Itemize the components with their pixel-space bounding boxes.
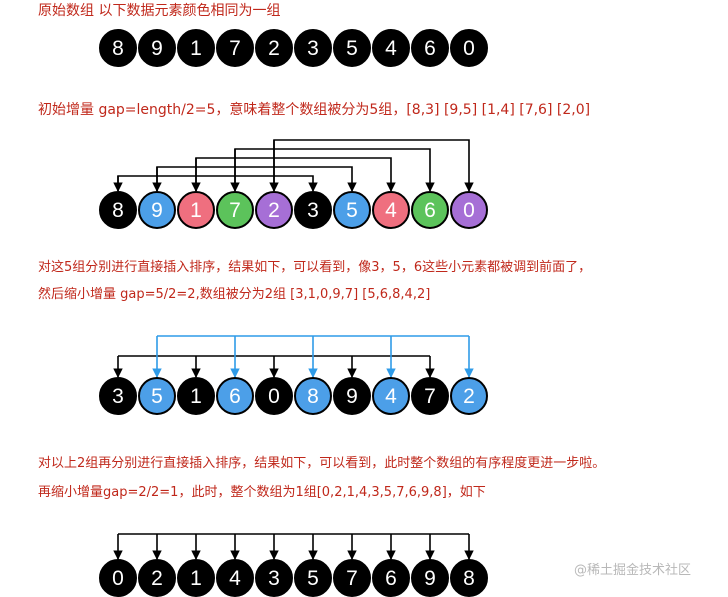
ball-gap1-9: 8 (450, 559, 488, 597)
ball-gap1-4: 3 (255, 559, 293, 597)
ball-original-4: 2 (255, 29, 293, 67)
ball-gap2-8: 7 (411, 377, 449, 415)
watermark: @稀土掘金技术社区 (574, 563, 692, 578)
ball-gap2-5: 8 (294, 377, 332, 415)
ball-gap5-0: 8 (99, 191, 137, 229)
ball-gap2-9: 2 (450, 377, 488, 415)
ball-gap2-1: 5 (138, 377, 176, 415)
ball-gap5-3: 7 (216, 191, 254, 229)
ball-gap5-8: 6 (411, 191, 449, 229)
ball-gap2-3: 6 (216, 377, 254, 415)
ball-gap1-0: 0 (99, 559, 137, 597)
ball-gap2-6: 9 (333, 377, 371, 415)
caption-gap5: 初始增量 gap=length/2=5，意味着整个数组被分为5组，[8,3] [… (38, 102, 591, 118)
gap5-bracket-3 (234, 148, 435, 192)
gap5-bracket-0 (117, 175, 318, 192)
ball-original-8: 6 (411, 29, 449, 67)
ball-gap1-2: 1 (177, 559, 215, 597)
ball-gap5-7: 4 (372, 191, 410, 229)
ball-gap2-2: 1 (177, 377, 215, 415)
caption-gap2: 然后缩小增量 gap=5/2=2,数组被分为2组 [3,1,0,9,7] [5,… (38, 287, 431, 302)
ball-gap1-7: 6 (372, 559, 410, 597)
ball-gap1-8: 9 (411, 559, 449, 597)
ball-gap1-1: 2 (138, 559, 176, 597)
gap5-bracket-2 (195, 157, 396, 192)
ball-gap2-7: 4 (372, 377, 410, 415)
ball-gap1-3: 4 (216, 559, 254, 597)
ball-gap5-6: 5 (333, 191, 371, 229)
caption-gap5-result: 对这5组分别进行直接插入排序，结果如下，可以看到，像3，5，6这些小元素都被调到… (38, 260, 592, 275)
ball-original-2: 1 (177, 29, 215, 67)
ball-original-6: 5 (333, 29, 371, 67)
ball-original-3: 7 (216, 29, 254, 67)
caption-original: 原始数组 以下数据元素颜色相同为一组 (38, 3, 281, 19)
ball-original-0: 8 (99, 29, 137, 67)
ball-gap1-5: 5 (294, 559, 332, 597)
caption-gap1: 再缩小增量gap=2/2=1，此时，整个数组为1组[0,2,1,4,3,5,7,… (38, 485, 486, 500)
ball-gap5-2: 1 (177, 191, 215, 229)
ball-gap2-0: 3 (99, 377, 137, 415)
ball-gap2-4: 0 (255, 377, 293, 415)
ball-original-5: 3 (294, 29, 332, 67)
ball-gap5-5: 3 (294, 191, 332, 229)
ball-gap1-6: 7 (333, 559, 371, 597)
gap5-bracket-1 (156, 166, 357, 192)
ball-original-9: 0 (450, 29, 488, 67)
ball-gap5-9: 0 (450, 191, 488, 229)
ball-original-1: 9 (138, 29, 176, 67)
ball-gap5-1: 9 (138, 191, 176, 229)
ball-gap5-4: 2 (255, 191, 293, 229)
ball-original-7: 4 (372, 29, 410, 67)
caption-gap2-result: 对以上2组再分别进行直接插入排序，结果如下，可以看到，此时整个数组的有序程度更进… (38, 456, 606, 471)
gap5-bracket-4 (273, 139, 474, 192)
